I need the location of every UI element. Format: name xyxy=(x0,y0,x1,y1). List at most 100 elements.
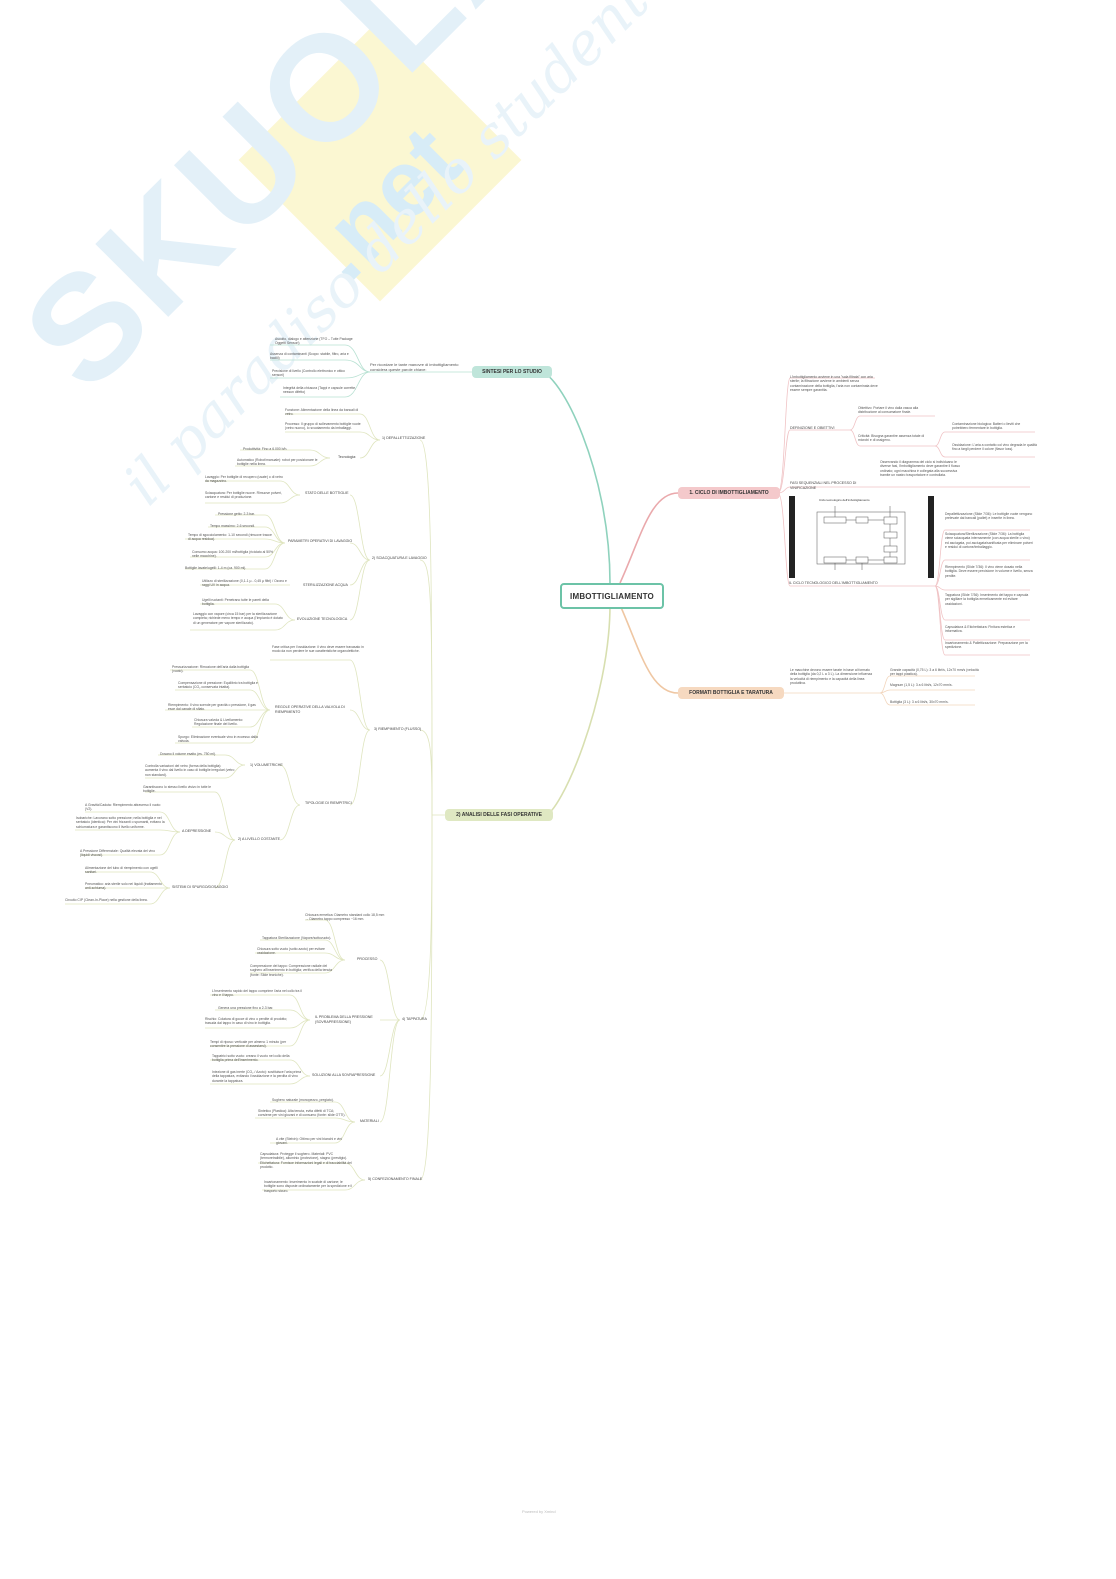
ciclo-step: Incartonamento & Pallettizzazione: Prepa… xyxy=(945,641,1028,650)
group-regole-valvola: REGOLE OPERATIVE DELLA VALVOLA DI RIEMPI… xyxy=(275,705,345,714)
watermark-brand-suffix: .net xyxy=(286,106,482,302)
section-confezionamento-finale: 5) CONFEZIONAMENTO FINALE xyxy=(368,1177,423,1181)
depal-tech-item: Automatico (Robot/manuale): robot per po… xyxy=(237,458,318,467)
formati-intro: Le macchine devono essere tarate in base… xyxy=(790,668,873,686)
ciclo-fasi-label: FASI SEQUENZIALI NEL PROCESSO DI VINIFIC… xyxy=(790,481,857,490)
branch-ciclo-di-imbottigliamento[interactable]: 1. CICLO DI IMBOTTIGLIAMENTO xyxy=(678,487,780,499)
process-flow-diagram xyxy=(816,506,906,570)
lavaggio-item: Lavaggio: Per bottiglie di recupero (usa… xyxy=(205,475,283,484)
pressione-item: Genera una pressione fino a 2-3 bar. xyxy=(218,1006,274,1010)
group-sistemi-spurgo: SISTEMI DI SPURGO/DOSAGGIO xyxy=(172,885,229,889)
depal-item: Funzione: Alimentazione della linea da b… xyxy=(285,408,359,417)
valvola-item: Spurgo: Eliminazione eventuale vino in e… xyxy=(178,735,258,744)
parametro-item: Consumo acqua: 100-200 ml/bottiglia (ric… xyxy=(192,550,274,559)
subgroup-volumetriche: 1) VOLUMETRICHE xyxy=(250,763,283,767)
ciclo-fasi-text: Osservando il diagramma del ciclo si ind… xyxy=(880,460,960,478)
soluzioni-item: Tappatrici sotto vuoto: creano il vuoto … xyxy=(212,1054,290,1063)
processo-item: Compressione del tappo: Compressione rad… xyxy=(250,964,333,977)
parametro-item: Tempo di sgocciolamento: 1-10 secondi (r… xyxy=(188,533,272,542)
diagram-title: Ciclo tecnologico dell'imbottigliamento xyxy=(819,498,870,502)
formati-item: Magnum (1,5 L): 3 a 6 litri/s, 12x70 mm/… xyxy=(890,683,953,687)
spurgo-item: Circuito CIP (Clean-In-Place) nella gest… xyxy=(65,898,148,902)
footer-credit: Powered by Xmind xyxy=(522,1509,556,1514)
section-riempimento: 3) RIEMPIMENTO (FLUSSO) xyxy=(374,727,422,731)
valvola-item: Chiusura valvola & Livellamento: Regolaz… xyxy=(194,718,244,727)
group-soluzioni-sovrapressione: SOLUZIONI ALLA SOVRAPRESSIONE xyxy=(312,1073,376,1077)
materiali-item: Sughero naturale (monopezzo, pregiato). xyxy=(272,1098,334,1102)
branch-formati-bottiglia-e-taratura[interactable]: FORMATI BOTTIGLIA E TARATURA xyxy=(678,687,784,699)
ciclo-definizione-subitem: Contaminazione biologica: Batteri o liev… xyxy=(952,422,1021,431)
image-border-left xyxy=(789,496,795,578)
sterilizzazione-item: Utilizzo di sterilizzazione (0,1-1 µ - 0… xyxy=(202,579,287,588)
pressione-item: Tempi di riposo: verticale per almeno 1 … xyxy=(210,1040,287,1049)
ciclo-step: Tappatura (Slide 7/36): Inserimento del … xyxy=(945,593,1029,606)
depressione-item: A Gravità/Caduta: Riempimento attraverso… xyxy=(85,803,161,812)
sintesi-item: Integrità della chiusura (Tappi e capsul… xyxy=(283,386,357,395)
branch-analisi-delle-fasi-operative[interactable]: 2) ANALISI DELLE FASI OPERATIVE xyxy=(445,809,553,821)
processo-item: Chiusura sotto vuoto (sotto azoto) per e… xyxy=(257,947,325,956)
materiali-item: Sintetico (Plastica): Alta tenuta, evita… xyxy=(258,1109,346,1118)
sintesi-summary: Per ricordare le tante manovre di imbott… xyxy=(370,362,459,373)
soluzioni-item: Iniezione di gas inerte (CO₂ / Azoto): s… xyxy=(212,1070,302,1083)
parametro-item: Pressione getto: 2-3 bar. xyxy=(218,512,255,516)
parametro-item: Bottiglie lavate/ugelli: 1-4 m (ca. 900 … xyxy=(185,566,247,570)
valvola-item: Compensazione di pressione: Equilibrio t… xyxy=(178,681,258,690)
pressione-item: L'inserimento rapido del tappo comprime … xyxy=(212,989,302,998)
ciclo-step: Riempimento (Slide 7/36): Il vino viene … xyxy=(945,565,1033,578)
lavaggio-item: Sciacquatura: Per bottiglie nuove. Rimuo… xyxy=(205,491,282,500)
depal-tecnologia-label: Tecnologia: xyxy=(338,455,357,459)
riempimento-intro: Fase critica per l'ossidazione: il vino … xyxy=(272,645,364,654)
group-a-depressione: A DEPRESSIONE xyxy=(182,829,212,833)
parametro-item: Tempo massimo: 2-6 secondi. xyxy=(210,524,256,528)
spurgo-item: Alimentazione del tubo di riempimento co… xyxy=(85,866,158,875)
section-sciacquatura-lavaggio: 2) SCIACQUATURA E LAVAGGIO xyxy=(372,556,427,560)
spurgo-item: Pneumatico: aria sterile solo nei liquid… xyxy=(85,882,162,891)
materiali-item: A vite (Stelvin): Ottimo per vini bianch… xyxy=(276,1137,342,1146)
evoluzione-item: Ugelli ruotanti: Penetrano tutte le pare… xyxy=(202,598,269,607)
group-sterilizzazione-acqua: STERILIZZAZIONE ACQUA xyxy=(303,583,348,587)
image-border-right xyxy=(928,496,934,578)
ciclo-definizione-item: Criticità: Bisogna garantire assenza tot… xyxy=(858,434,925,443)
ciclo-definizione-item: Obiettivo: Portare il vino dalla vasca a… xyxy=(858,406,919,415)
sintesi-item: Ascolto, dialogo e attenzione (TFO – Tut… xyxy=(275,337,353,346)
branch-sintesi-per-lo-studio[interactable]: SINTESI PER LO STUDIO xyxy=(472,366,552,378)
ciclo-image-caption: IL CICLO TECNOLOGICO DELL'IMBOTTIGLIAMEN… xyxy=(789,581,878,585)
depressione-item: A Pressione Differenziale: Qualità eleva… xyxy=(80,849,155,858)
ciclo-diagram-image: Ciclo tecnologico dell'imbottigliamento xyxy=(789,496,934,578)
ciclo-step: Capsulatura & Etichettatura: Finitura es… xyxy=(945,625,1016,634)
processo-item: Chiusura ermetica: Diametro standard col… xyxy=(305,913,385,922)
group-processo: PROCESSO xyxy=(357,957,378,961)
pressione-item: Rischio: Colatura di gocce di vino o per… xyxy=(205,1017,288,1026)
group-tipologie-riempitrici: TIPOLOGIE DI RIEMPITRICI xyxy=(305,801,352,805)
ciclo-step: Depallettizzazione (Slide 7/36): Le bott… xyxy=(945,512,1033,521)
processo-item: Tappatura Sterilizzazione (Vapore/sottov… xyxy=(262,936,332,940)
volumetriche-item: Controlla variazioni del vetro (forma de… xyxy=(145,764,235,777)
section-depallettizzazione: 1) DEPALLETTIZZAZIONE xyxy=(382,436,426,440)
formati-item: Grande capacità (0,75 L): 3 a 6 litri/s,… xyxy=(890,668,979,677)
sintesi-item: Precisione di livello (Controllo elettro… xyxy=(272,369,345,378)
subgroup-livello-costante: 2) A LIVELLO COSTANTE xyxy=(238,837,281,841)
depal-item: Processo: Il gruppo di sollevamento bott… xyxy=(285,422,361,431)
section-tappatura: 4) TAPPATURA xyxy=(402,1017,427,1021)
group-stato-bottiglie: STATO DELLE BOTTIGLIE xyxy=(305,491,349,495)
group-evoluzione-tecnologica: EVOLUZIONE TECNOLOGICA xyxy=(297,617,348,621)
valvola-item: Riempimento: Il vino scende per gravità … xyxy=(168,703,256,712)
ciclo-step: Sciacquatura/Sterilizzazione (Slide 7/36… xyxy=(945,532,1033,550)
group-parametri-lavaggio: PARAMETRI OPERATIVI DI LAVAGGIO xyxy=(288,539,353,543)
ciclo-intro: L'imbottigliamento avviene in una "sala … xyxy=(790,375,878,393)
sintesi-item: Assenza di contaminanti (Scopo: stabile,… xyxy=(270,352,349,361)
livello-costante-intro: Garantiscono lo stesso livello visivo in… xyxy=(143,785,212,794)
valvola-item: Pressurizzazione: Rimozione dell'aria da… xyxy=(172,665,249,674)
root-topic[interactable]: IMBOTTIGLIAMENTO xyxy=(560,583,664,609)
group-materiali: MATERIALI xyxy=(360,1119,379,1123)
depal-tech-item: Produttività: Fino a 6.000 b/h. xyxy=(243,447,288,451)
evoluzione-item: Lavaggio con vapore (circa 15 bar) per l… xyxy=(193,612,283,625)
ciclo-definizione-subitem: Ossidazione: L'aria a contatto col vino … xyxy=(952,443,1037,452)
volumetriche-item: Dosano il volume esatto (es. 750 ml). xyxy=(160,752,216,756)
ciclo-definizione-label: DEFINIZIONE E OBIETTIVI xyxy=(790,426,835,430)
formati-item: Bottiglia (3 L): 3 a 6 litri/s, 30x70 mm… xyxy=(890,700,949,704)
group-problema-pressione: IL PROBLEMA DELLA PRESSIONE (SOVRAPRESSI… xyxy=(315,1015,373,1024)
depressione-item: Isobariche: Lavorano sotto pressione; ne… xyxy=(76,816,165,829)
confezionamento-item: Incartonamento: Inserimento in scatole d… xyxy=(264,1180,353,1193)
